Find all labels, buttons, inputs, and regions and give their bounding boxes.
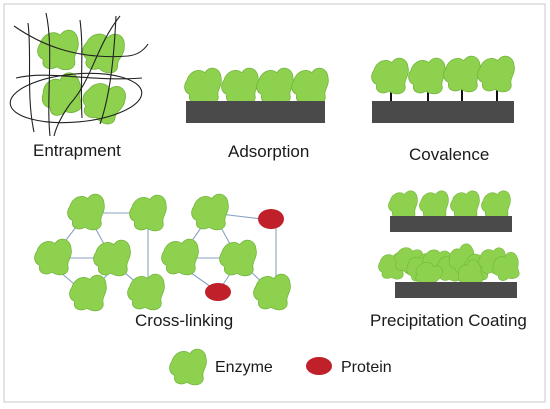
legend-enzyme-icon: [169, 348, 207, 386]
adsorption-support: [186, 101, 325, 123]
covalence-enzyme: [371, 57, 409, 95]
cross-link-protein: [258, 209, 284, 229]
covalence-linkers: [390, 84, 498, 101]
cross-link-enzyme: [67, 193, 105, 231]
entrapment-enzyme: [79, 28, 127, 76]
covalence-panel: [371, 55, 515, 123]
cross-linking-label: Cross-linking: [135, 311, 233, 330]
cross-link-enzyme: [129, 194, 167, 232]
legend-enzyme-label: Enzyme: [215, 359, 273, 376]
cross-linking-panel: [34, 193, 291, 312]
coating-enzyme: [450, 190, 480, 220]
adsorption-enzyme: [184, 67, 222, 105]
adsorption-enzyme: [256, 67, 294, 105]
covalence-enzyme: [408, 57, 446, 95]
adsorption-enzyme: [221, 67, 259, 105]
precipitation-coating-label: Precipitation Coating: [370, 311, 527, 330]
entrapment-enzyme: [76, 75, 130, 128]
cross-link-enzyme: [161, 238, 199, 276]
adsorption-label: Adsorption: [228, 142, 309, 161]
entrapment-label: Entrapment: [33, 141, 121, 160]
cross-link-enzyme: [93, 239, 131, 277]
covalence-enzyme: [477, 55, 515, 93]
adsorption-panel: [184, 67, 329, 123]
entrapment-panel: [9, 12, 149, 137]
cross-link-protein: [205, 283, 231, 301]
covalence-support: [372, 101, 514, 123]
legend-protein-icon: [306, 357, 332, 375]
legend-protein-label: Protein: [341, 359, 392, 376]
covalence-label: Covalence: [409, 145, 489, 164]
coating-support-top: [390, 216, 512, 232]
figure-border: [3, 3, 546, 403]
coating-enzyme: [419, 190, 449, 220]
entrapment-enzyme: [36, 70, 88, 120]
covalence-enzyme: [443, 55, 481, 93]
entrapment-enzyme: [37, 29, 79, 71]
legend: Enzyme Protein: [169, 348, 392, 386]
cross-link-enzyme: [191, 193, 229, 231]
cross-link-enzyme: [69, 274, 107, 312]
precipitation-coating-panel: [378, 190, 523, 298]
adsorption-enzyme: [291, 67, 329, 105]
cross-link-enzyme: [219, 239, 257, 277]
coating-enzyme: [388, 190, 418, 220]
coating-support-bottom: [395, 282, 517, 298]
entrapment-polymer-lines: [9, 12, 149, 137]
cross-link-enzyme: [34, 238, 72, 276]
coating-enzyme: [481, 190, 511, 220]
